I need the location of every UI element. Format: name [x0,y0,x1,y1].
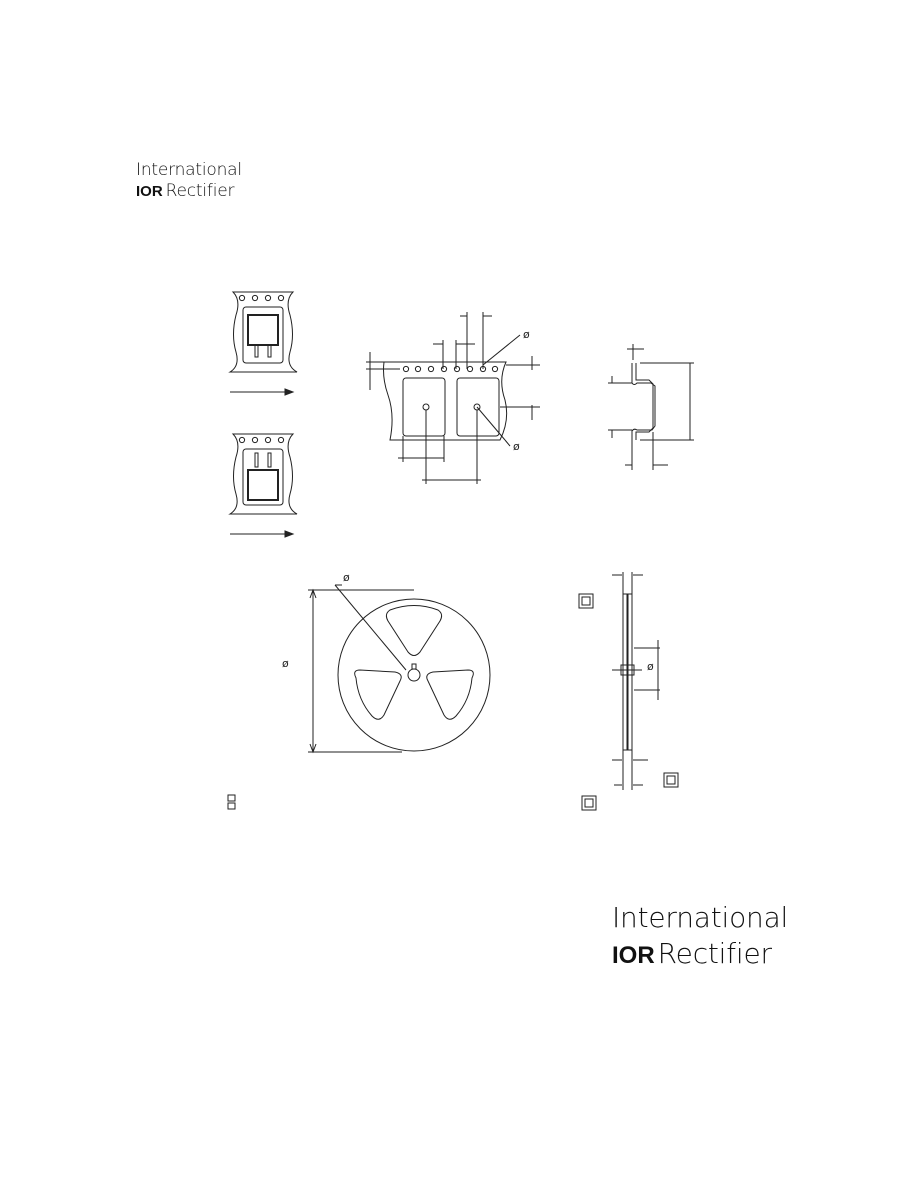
diameter-symbol: ø [523,328,530,341]
logo-rectifier-text: Rectifier [165,181,235,201]
reel-side-view [612,572,660,790]
note-box [663,772,679,788]
logo-rectifier-text: Rectifier [657,937,772,970]
note-box [578,593,594,609]
logo-international-text: International [136,160,242,180]
logo-international-text: International [612,901,789,934]
carrier-tape-cross-section [608,344,694,470]
carrier-tape-feed-view-2 [228,433,298,538]
carrier-tape-feed-view-1 [228,291,298,396]
diameter-symbol: ø [647,660,654,673]
carrier-tape-plan-view [366,312,540,484]
note-box-inner [584,798,594,808]
ior-brand-mark: IOR [612,942,655,969]
note-box [581,795,597,811]
ior-brand-mark: IOR [136,183,163,200]
diameter-symbol: ø [513,440,520,453]
diameter-symbol: ø [343,571,350,584]
note-box-small [227,794,236,802]
note-box-small [227,802,236,810]
reel-front-view [308,584,491,754]
diameter-symbol: ø [282,657,289,670]
note-box-inner [666,775,676,785]
note-box-inner [581,596,591,606]
